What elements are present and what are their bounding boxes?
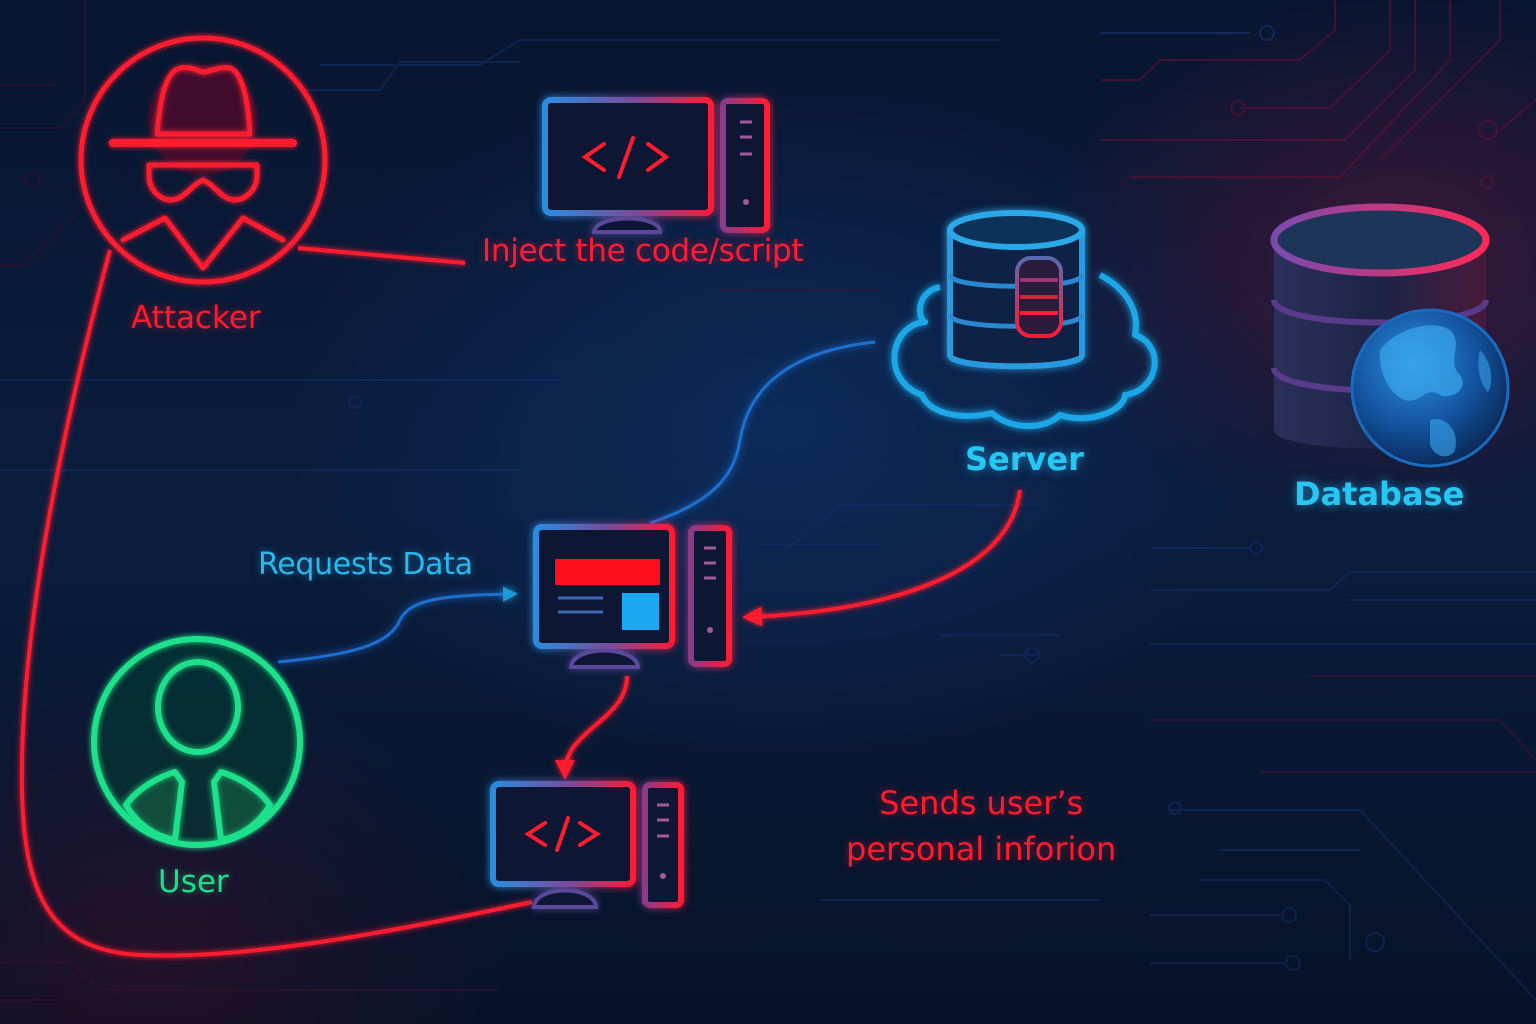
- sends-line-2: personal inforion: [846, 830, 1117, 868]
- inject-code-label: Inject the code/script: [482, 233, 804, 269]
- edge-attacker-inject: [297, 246, 466, 265]
- code-glyph-icon: [524, 816, 601, 852]
- circuit-traces: [0, 0, 1536, 1001]
- mini-database-icon: [1015, 256, 1063, 338]
- globe-icon: [1350, 308, 1510, 468]
- browser-header-block: [555, 559, 660, 585]
- edge-userpc-victimpc-arrow: [555, 675, 629, 780]
- requests-data-label: Requests Data: [258, 547, 473, 582]
- cloud-server-database-icon: [891, 210, 1158, 429]
- sends-line-1: Sends user’s: [879, 784, 1084, 822]
- attacker-label: Attacker: [131, 300, 261, 336]
- code-computer-icon-attacker: [542, 97, 770, 234]
- code-glyph-icon: [581, 136, 670, 179]
- server-label: Server: [965, 440, 1084, 478]
- edge-user-userpc-arrow: [277, 586, 518, 664]
- browser-computer-icon: [533, 524, 732, 669]
- hacker-icon: [78, 35, 328, 285]
- edge-userpc-server: [649, 340, 876, 525]
- code-computer-icon-victim: [490, 781, 684, 909]
- database-globe-icon: [1270, 203, 1510, 468]
- browser-content-block: [622, 593, 659, 630]
- user-icon: [91, 636, 303, 848]
- sends-personal-info-label: Sends user’s personal inforion: [846, 780, 1116, 872]
- user-label: User: [158, 864, 229, 900]
- edge-server-userpc-arrow: [742, 489, 1022, 627]
- database-label: Database: [1294, 475, 1465, 513]
- edge-victimpc-attacker: [19, 249, 533, 958]
